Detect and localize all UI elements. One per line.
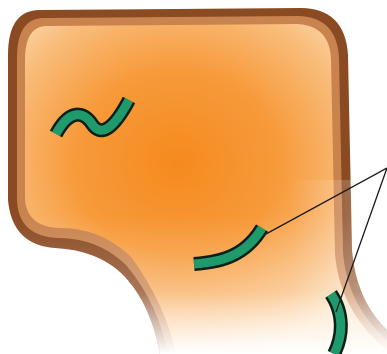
- cell-illustration: [0, 0, 387, 354]
- cell-diagram: [0, 0, 387, 354]
